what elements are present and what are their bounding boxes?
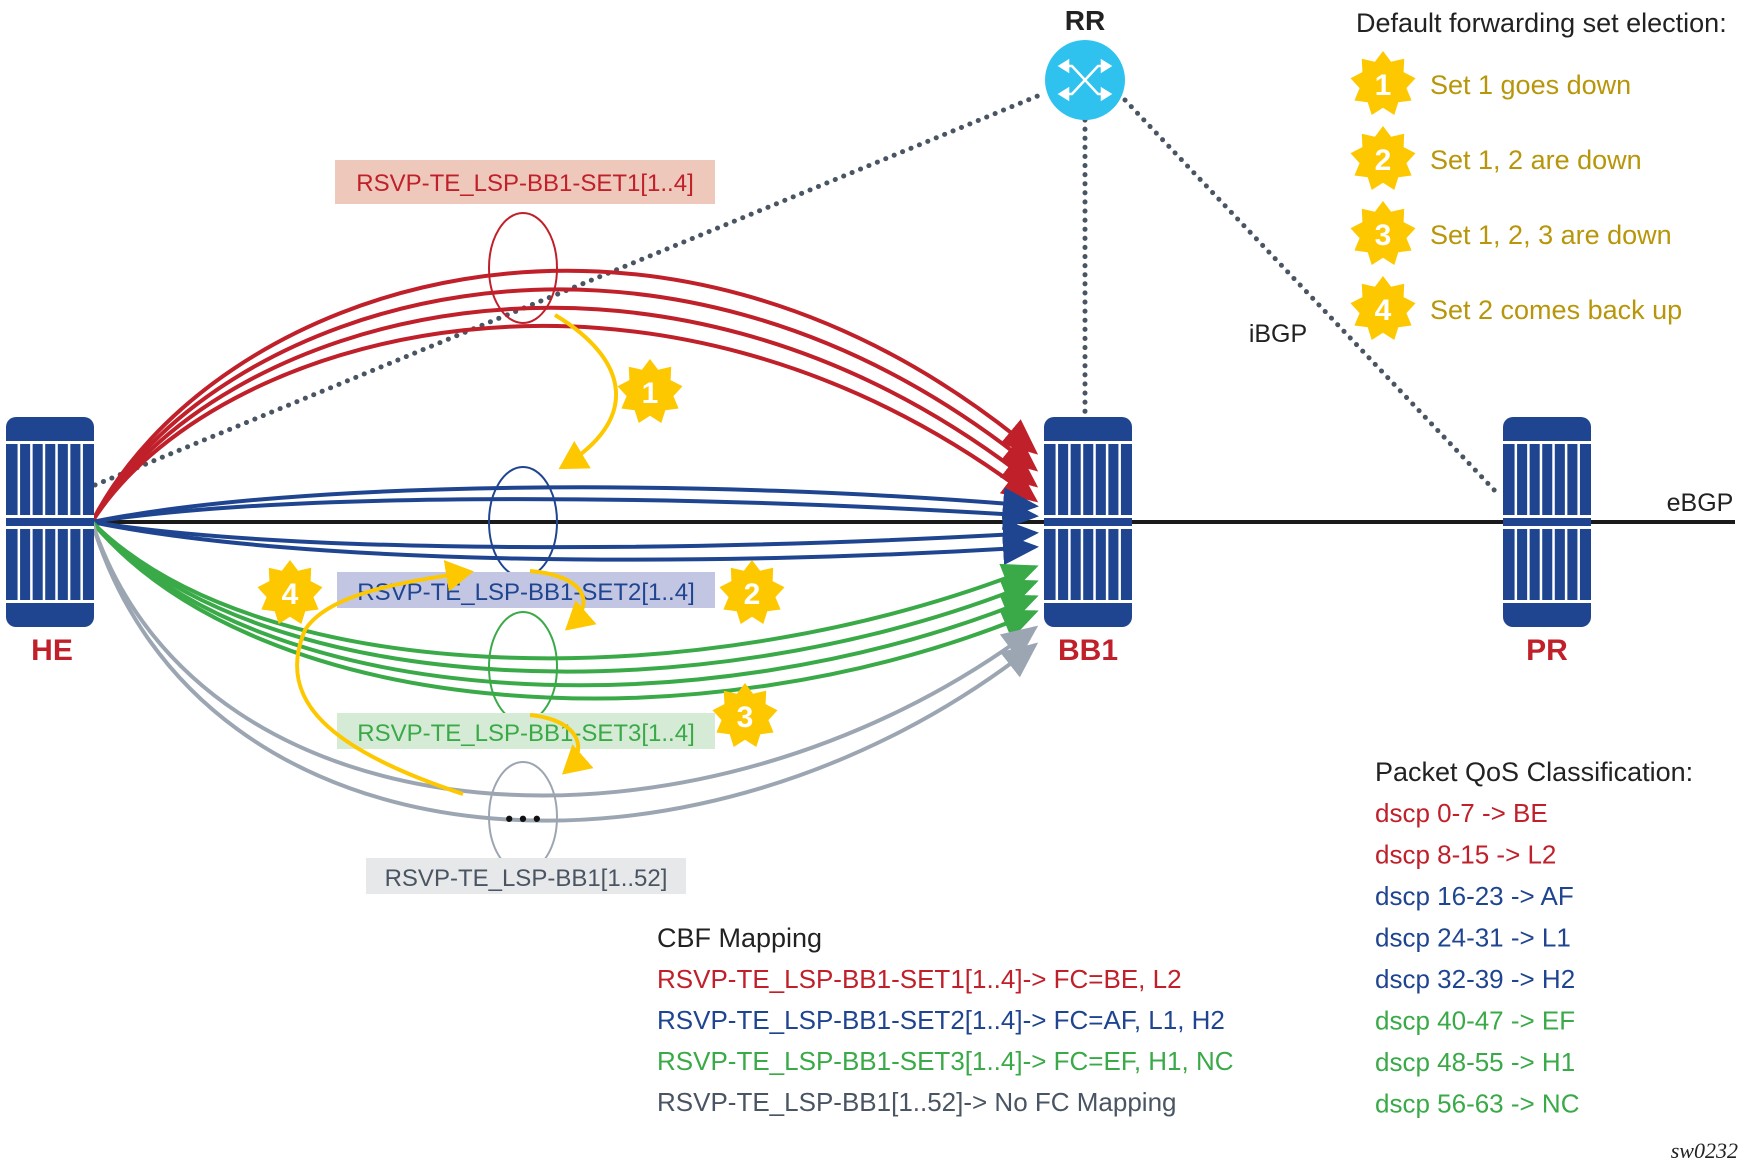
router-bb1[interactable] [1044, 417, 1132, 627]
diagram-stars: 1 2 3 4 [257, 359, 785, 747]
lsp-set1-paths [90, 268, 1039, 524]
figure-id: sw0232 [1671, 1138, 1738, 1163]
lsp-set3-path-2 [90, 520, 1039, 674]
legend-item-text: Set 1 goes down [1430, 70, 1631, 100]
lsp-set3-paths [90, 520, 1039, 701]
more-lsps-ellipsis: • • • [505, 806, 540, 831]
lsp-set3-path-1 [90, 520, 1039, 661]
diagram-star-1: 1 [617, 359, 683, 423]
ibgp-label: iBGP [1249, 320, 1307, 348]
election-legend: Default forwarding set election: 1 Set 1 … [1350, 8, 1727, 340]
legend-star-3-number: 3 [1375, 219, 1392, 252]
star-icon [257, 560, 323, 624]
route-reflector[interactable] [1045, 40, 1125, 120]
router-pr[interactable] [1503, 417, 1591, 627]
lsp-default-path-1 [90, 521, 1039, 798]
lsp-set1-path-2 [90, 287, 1039, 523]
legend-item-text: Set 1, 2 are down [1430, 145, 1642, 175]
legend-item-text: Set 1, 2, 3 are down [1430, 220, 1672, 250]
cbf-mapping-line: RSVP-TE_LSP-BB1-SET3[1..4]-> FC=EF, H1, … [657, 1046, 1234, 1076]
lsp-label-default-text: RSVP-TE_LSP-BB1[1..52] [385, 865, 668, 892]
lsp-label-set3-text: RSVP-TE_LSP-BB1-SET3[1..4] [357, 720, 694, 747]
qos-classification-title: Packet QoS Classification: [1375, 757, 1693, 787]
lsp-set2-path-1 [91, 485, 1039, 524]
lsp-set3-path-4 [90, 520, 1039, 701]
lsp-set3-path-3 [90, 520, 1039, 688]
lsp-default-paths [90, 521, 1039, 823]
failover-arrow-4 [295, 559, 474, 796]
lsp-set1-path-4 [90, 323, 1039, 524]
legend-star-1-number: 1 [1375, 69, 1392, 102]
election-legend-title: Default forwarding set election: [1356, 8, 1727, 38]
lsp-label-set1-text: RSVP-TE_LSP-BB1-SET1[1..4] [356, 170, 693, 197]
lsp-set1-path-3 [90, 305, 1039, 524]
node-label-bb1: BB1 [1058, 634, 1118, 667]
node-label-rr: RR [1065, 5, 1105, 36]
cbf-mapping-line: RSVP-TE_LSP-BB1-SET2[1..4]-> FC=AF, L1, … [657, 1005, 1225, 1035]
ibgp-pr-rr [1122, 97, 1500, 496]
legend-item-text: Set 2 comes back up [1430, 295, 1682, 325]
lsp-set2-path-2 [91, 497, 1039, 530]
legend-star-4-number: 4 [1375, 294, 1392, 327]
diagram-star-2: 2 [719, 560, 785, 624]
lsp-set2-path-4 [91, 520, 1039, 565]
star-icon [1350, 201, 1416, 265]
failover-arrows [295, 313, 618, 796]
failover-arrow-1 [553, 313, 618, 470]
star-icon [712, 683, 778, 747]
cbf-mapping-title: CBF Mapping [657, 923, 822, 953]
star-icon [617, 359, 683, 423]
cbf-mapping-line: RSVP-TE_LSP-BB1[1..52]-> No FC Mapping [657, 1087, 1177, 1117]
legend-star-3: 3 [1350, 201, 1416, 265]
ibgp-sessions [92, 92, 1500, 496]
qos-classification-line: dscp 48-55 -> H1 [1375, 1047, 1575, 1077]
node-label-pr: PR [1526, 634, 1568, 667]
qos-classification-line: dscp 40-47 -> EF [1375, 1006, 1575, 1036]
qos-classification-line: dscp 32-39 -> H2 [1375, 964, 1575, 994]
star-icon [1350, 51, 1416, 115]
lsp-label-set3: RSVP-TE_LSP-BB1-SET3[1..4] [337, 713, 715, 749]
qos-classification-line: dscp 0-7 -> BE [1375, 798, 1548, 828]
qos-classification-line: dscp 56-63 -> NC [1375, 1089, 1579, 1119]
cbf-mapping-line: RSVP-TE_LSP-BB1-SET1[1..4]-> FC=BE, L2 [657, 964, 1182, 994]
diagram-star-4: 4 [257, 560, 323, 624]
qos-classification-line: dscp 24-31 -> L1 [1375, 923, 1571, 953]
lsp-label-set2-text: RSVP-TE_LSP-BB1-SET2[1..4] [357, 579, 694, 606]
star-icon [719, 560, 785, 624]
diagram-star-3: 3 [712, 683, 778, 747]
qos-classification-line: dscp 16-23 -> AF [1375, 881, 1574, 911]
star-icon [1350, 276, 1416, 340]
diagram-star-4-number: 4 [282, 578, 299, 611]
qos-classification-line: dscp 8-15 -> L2 [1375, 840, 1556, 870]
legend-star-4: 4 [1350, 276, 1416, 340]
route-reflector-icon [1057, 58, 1113, 102]
lsp-set2-paths [91, 485, 1039, 565]
legend-star-2-number: 2 [1375, 144, 1392, 177]
qos-classification: Packet QoS Classification: dscp 0-7 -> B… [1375, 757, 1693, 1119]
lsp-default-path-2 [90, 521, 1039, 823]
legend-star-2: 2 [1350, 126, 1416, 190]
lsp-label-set2: RSVP-TE_LSP-BB1-SET2[1..4] [337, 572, 715, 608]
lsp-set2-path-3 [91, 518, 1039, 551]
star-icon [1350, 126, 1416, 190]
diagram-star-1-number: 1 [642, 377, 659, 410]
lsp-label-default: RSVP-TE_LSP-BB1[1..52] [366, 858, 686, 894]
set1-bundle-ellipse [488, 212, 558, 324]
set3-bundle-ellipse [488, 611, 558, 723]
lsp-label-set1: RSVP-TE_LSP-BB1-SET1[1..4] [335, 160, 715, 204]
node-label-he: HE [31, 634, 73, 667]
diagram-star-2-number: 2 [744, 578, 761, 611]
router-he[interactable] [6, 417, 94, 627]
ebgp-label: eBGP [1667, 489, 1734, 517]
cbf-mapping: CBF Mapping RSVP-TE_LSP-BB1-SET1[1..4]->… [657, 923, 1234, 1117]
failover-arrow-3 [529, 713, 594, 775]
legend-star-1: 1 [1350, 51, 1416, 115]
failover-arrow-2 [529, 569, 597, 631]
lsp-set1-path-1 [90, 268, 1039, 523]
diagram-star-3-number: 3 [737, 701, 754, 734]
